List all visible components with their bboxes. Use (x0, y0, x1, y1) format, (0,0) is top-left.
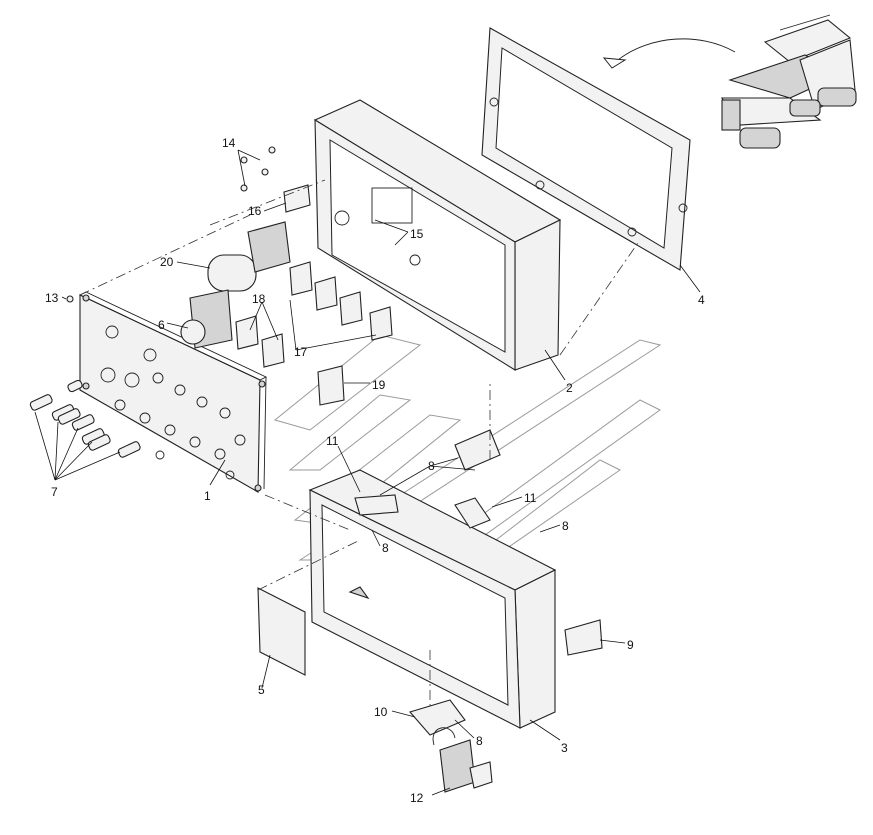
callout-7: 7 (51, 485, 58, 499)
callout-12: 12 (410, 791, 424, 805)
callout-8: 8 (562, 519, 569, 533)
callout-5: 5 (258, 683, 265, 697)
callout-6: 6 (158, 318, 165, 332)
mounting-plate (257, 587, 306, 676)
callout-13: 13 (45, 291, 59, 305)
callout-20: 20 (160, 255, 174, 269)
callout-16: 16 (248, 204, 262, 218)
callout-18: 18 (252, 292, 266, 306)
gasket-frame (481, 27, 691, 271)
callout-15: 15 (410, 227, 424, 241)
hinges (354, 429, 603, 656)
callout-8: 8 (382, 541, 389, 555)
lower-box (308, 469, 557, 729)
control-panel-plate (78, 291, 268, 493)
callout-11: 11 (326, 434, 339, 448)
callout-1: 1 (204, 489, 211, 503)
alignment-lines (79, 179, 641, 710)
latch-and-padlock (409, 699, 493, 793)
direction-arrow (617, 38, 736, 61)
small-screws (66, 146, 276, 303)
callout-11: 11 (524, 491, 537, 505)
callout-8: 8 (428, 459, 435, 473)
panel-components (180, 184, 393, 406)
arrow-head (602, 57, 627, 69)
callout-17: 17 (294, 345, 308, 359)
callout-19: 19 (372, 378, 386, 392)
callout-14: 14 (222, 136, 236, 150)
machine-illustration (720, 14, 857, 149)
callout-10: 10 (374, 705, 388, 719)
callout-3: 3 (561, 741, 568, 755)
callout-2: 2 (566, 381, 573, 395)
callout-8: 8 (476, 734, 483, 748)
leader-lines (34, 149, 701, 796)
enclosure-box (313, 99, 562, 371)
screw-set (29, 379, 141, 458)
callout-9: 9 (627, 638, 634, 652)
callout-4: 4 (698, 293, 705, 307)
callout-labels: 1 2 3 4 5 6 7 8 8 8 8 9 10 11 11 12 13 1… (45, 136, 705, 805)
